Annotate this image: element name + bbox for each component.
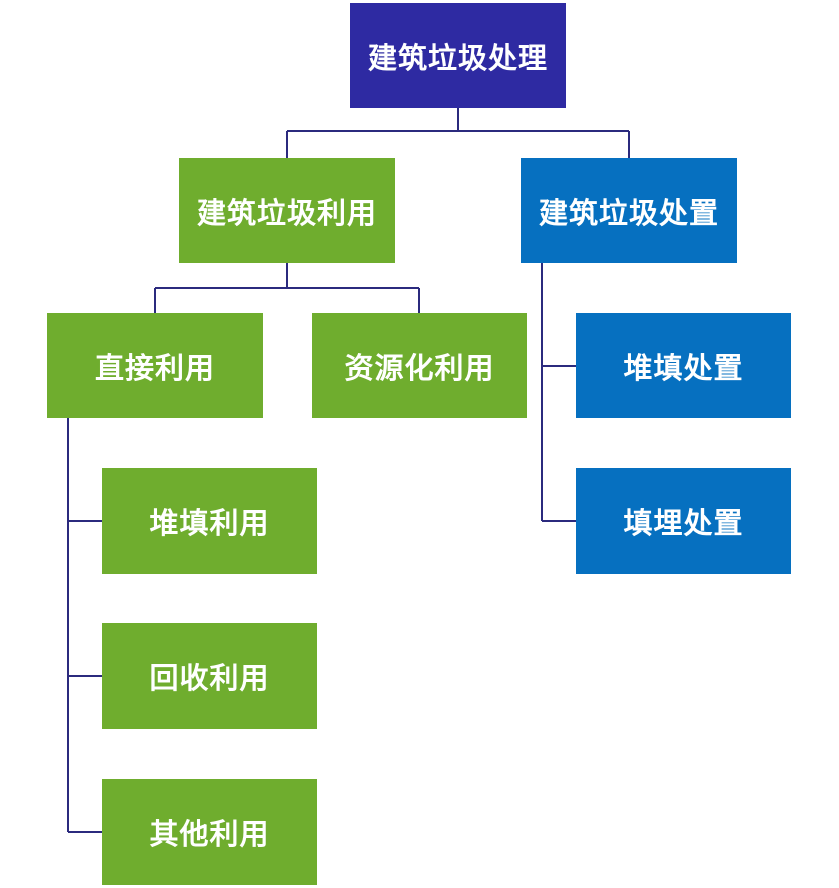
node-label: 回收利用 — [149, 661, 270, 695]
connector-direct-to-children — [67, 418, 102, 833]
node-label: 堆填利用 — [149, 506, 270, 540]
node-backfill-disposal: 堆填处置 — [576, 313, 791, 418]
node-construction-waste-treatment: 建筑垃圾处理 — [350, 3, 566, 108]
node-label: 建筑垃圾利用 — [196, 195, 377, 230]
node-resource-utilization: 资源化利用 — [312, 313, 527, 418]
node-label: 其他利用 — [149, 817, 270, 851]
node-other-utilization: 其他利用 — [102, 779, 317, 885]
connector-root-to-level1 — [286, 108, 630, 158]
node-label: 建筑垃圾处置 — [538, 195, 719, 230]
connector-utilize-to-level2 — [154, 263, 420, 313]
node-landfill-disposal: 填埋处置 — [576, 468, 791, 574]
node-recycling-utilization: 回收利用 — [102, 623, 317, 729]
node-label: 直接利用 — [94, 350, 215, 385]
node-label: 建筑垃圾处理 — [367, 40, 548, 75]
node-label: 资源化利用 — [344, 350, 495, 385]
node-construction-waste-utilization: 建筑垃圾利用 — [179, 158, 395, 263]
node-label: 堆填处置 — [623, 350, 744, 385]
node-backfill-utilization: 堆填利用 — [102, 468, 317, 574]
connector-dispose-to-children — [541, 263, 576, 522]
node-label: 填埋处置 — [623, 506, 744, 540]
node-direct-utilization: 直接利用 — [47, 313, 263, 418]
node-construction-waste-disposal: 建筑垃圾处置 — [521, 158, 737, 263]
